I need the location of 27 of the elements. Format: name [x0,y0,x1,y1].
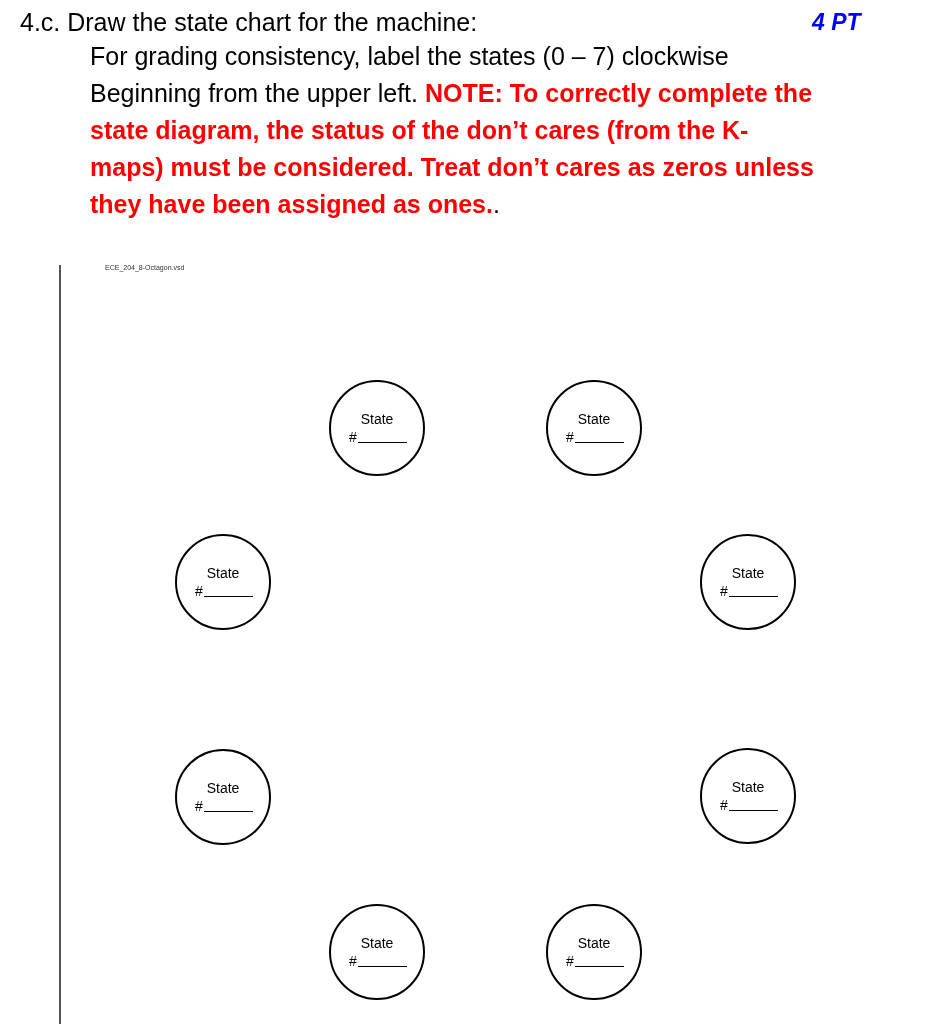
state-circle [175,749,271,845]
state-word: State [577,935,611,951]
state-circle [329,380,425,476]
number-sign: # [195,583,203,599]
state-word: State [206,565,240,581]
state-word: State [731,779,765,795]
state-circle [175,534,271,630]
state-word: State [577,411,611,427]
state-word: State [731,565,765,581]
state-circle [700,748,796,844]
number-sign: # [720,583,728,599]
state-circle [546,380,642,476]
number-sign: # [195,798,203,814]
state-word: State [360,411,394,427]
number-sign: # [349,953,357,969]
instructions-text: For grading consistency, label the states (0 – 7) clockwise Beginning from the upper left. NOTE: To correctly complete the state diagram, the status of the don’t cares (from the K-maps) must be considered. Treat don’t cares as zeros unless they have been assigned as ones.. [90,41,815,220]
number-sign: # [566,429,574,445]
number-sign: # [349,429,357,445]
number-sign: # [566,953,574,969]
state-circle [329,904,425,1000]
state-circle [546,904,642,1000]
state-word: State [360,935,394,951]
state-word: State [206,780,240,796]
question-heading: 4.c. Draw the state chart for the machine: [20,7,478,38]
points-label: 4 PT [812,8,861,37]
number-sign: # [720,797,728,813]
state-circle [700,534,796,630]
